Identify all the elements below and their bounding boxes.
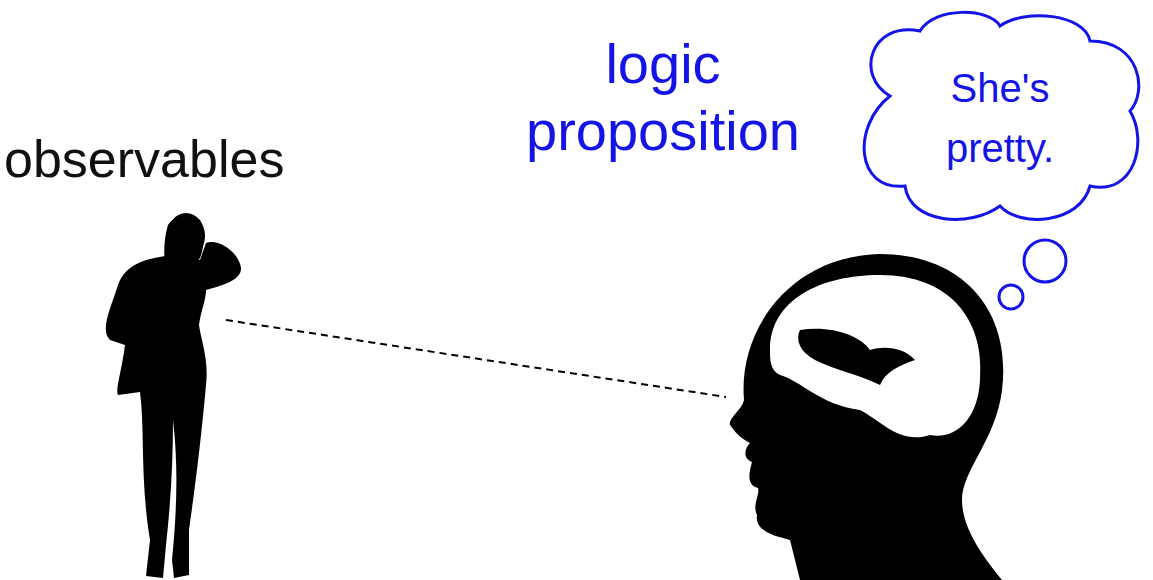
thought-bubbles [999,240,1066,309]
gaze-line [226,320,726,397]
woman-silhouette [106,213,241,578]
cloud-outline [850,6,1150,230]
concept-label: logic proposition [483,30,843,164]
thought-cloud: She's pretty. [850,6,1150,230]
thought-text: She's pretty. [920,58,1080,178]
head-silhouette [730,254,1003,580]
axis-label: observables [4,128,364,190]
cloud-shape [864,12,1139,219]
